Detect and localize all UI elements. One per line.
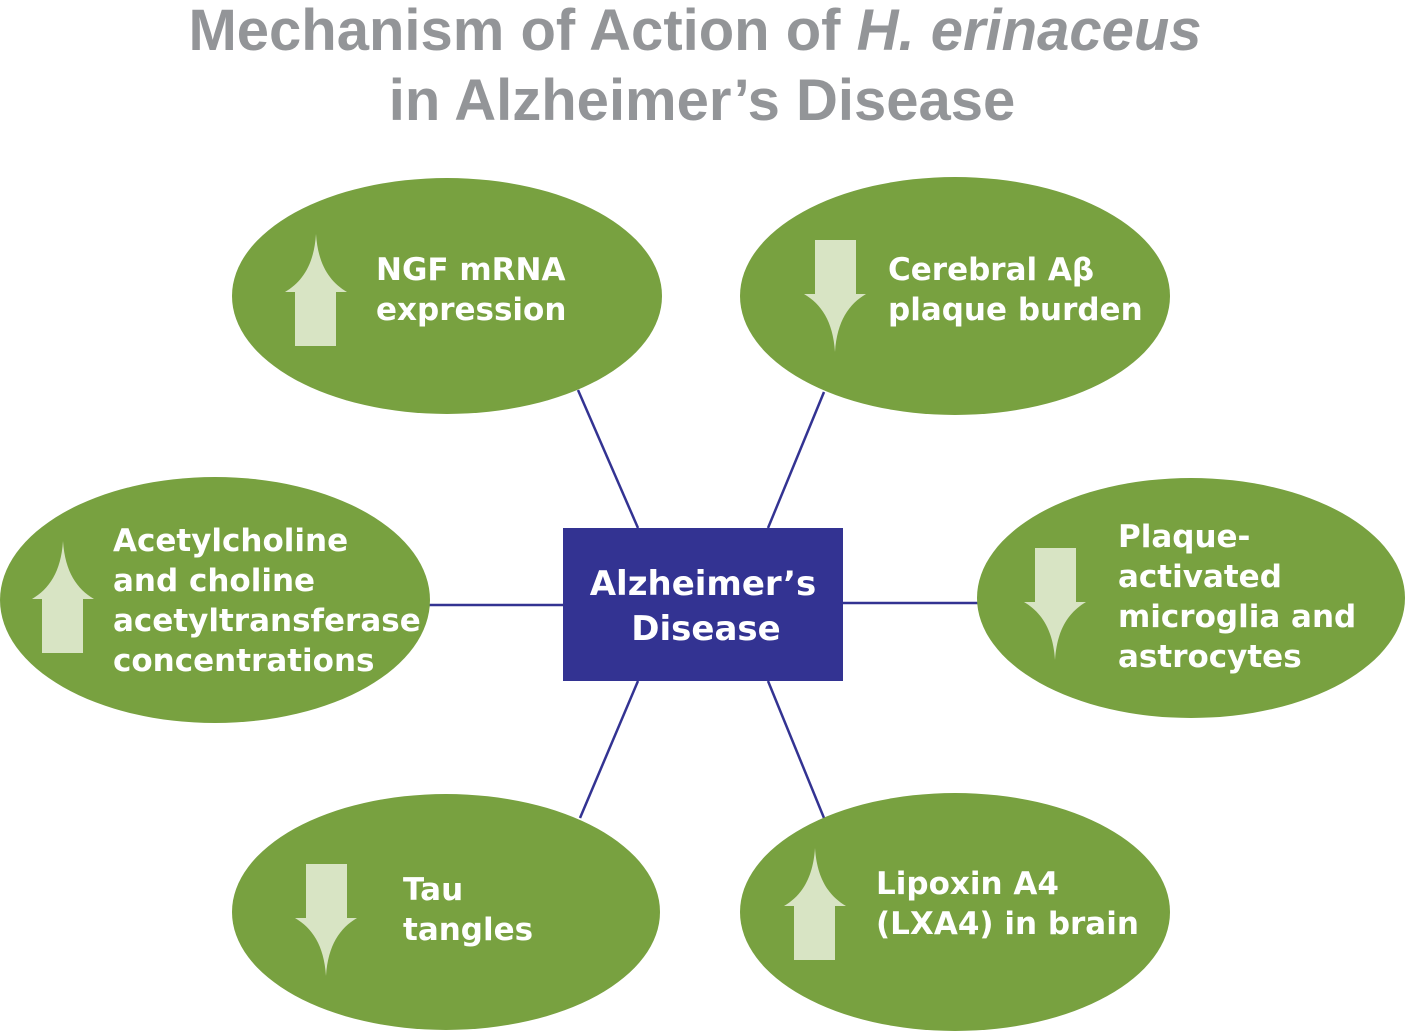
node-ngf: NGF mRNA expression <box>232 178 662 414</box>
node-label-line: activated <box>1118 559 1282 595</box>
node-label-line: concentrations <box>113 643 375 679</box>
up-arrow-icon <box>32 541 94 653</box>
node-label-line: Cerebral Aβ <box>888 252 1094 288</box>
node-label-line: Tau <box>403 872 463 908</box>
node-label-line: microglia and <box>1118 599 1356 635</box>
connector-plaque-burden <box>766 391 826 529</box>
node-ellipse <box>977 478 1405 718</box>
node-ellipse <box>740 177 1170 415</box>
connector-tau <box>578 680 640 819</box>
node-tau: Tau tangles <box>232 794 660 1030</box>
node-label-line: (LXA4) in brain <box>876 906 1139 942</box>
node-ellipse <box>232 178 662 414</box>
node-label-line: acetyltransferase <box>113 603 421 639</box>
node-acetylcholine: Acetylcholine and choline acetyltransfer… <box>0 477 430 723</box>
node-ellipse <box>232 794 660 1030</box>
down-arrow-icon <box>1024 548 1086 660</box>
down-arrow-icon <box>295 864 357 976</box>
up-arrow-icon <box>285 234 347 346</box>
node-microglia: Plaque- activated microglia and astrocyt… <box>977 478 1405 718</box>
down-arrow-icon <box>804 240 866 352</box>
node-ellipse <box>0 477 430 723</box>
connector-ngf <box>576 389 640 529</box>
title-line-1: Mechanism of Action of H. erinaceus <box>188 0 1201 63</box>
node-label-line: NGF mRNA <box>376 252 565 288</box>
title-segment: Mechanism of Action of <box>188 0 856 63</box>
node-label-line: plaque burden <box>888 292 1143 328</box>
node-label-line: Plaque- <box>1118 519 1250 555</box>
title-line-2: in Alzheimer’s Disease <box>389 68 1015 133</box>
node-label-line: Disease <box>631 609 780 649</box>
up-arrow-icon <box>784 848 846 960</box>
node-label-line: astrocytes <box>1118 639 1302 675</box>
node-label-line: Alzheimer’s <box>590 564 817 604</box>
node-lipoxin: Lipoxin A4 (LXA4) in brain <box>740 793 1170 1031</box>
node-label-line: and choline <box>113 563 315 599</box>
node-label-line: Acetylcholine <box>113 523 348 559</box>
connector-lipoxin <box>766 680 826 819</box>
node-label-line: tangles <box>403 912 533 948</box>
node-plaque-burden: Cerebral Aβ plaque burden <box>740 177 1170 415</box>
title-segment: H. erinaceus <box>857 0 1202 63</box>
node-label-line: Lipoxin A4 <box>876 866 1059 902</box>
center-box-alzheimers-disease: Alzheimer’s Disease <box>563 528 843 681</box>
center-box-bg <box>563 528 843 681</box>
node-label-line: expression <box>376 292 566 328</box>
node-ellipse <box>740 793 1170 1031</box>
